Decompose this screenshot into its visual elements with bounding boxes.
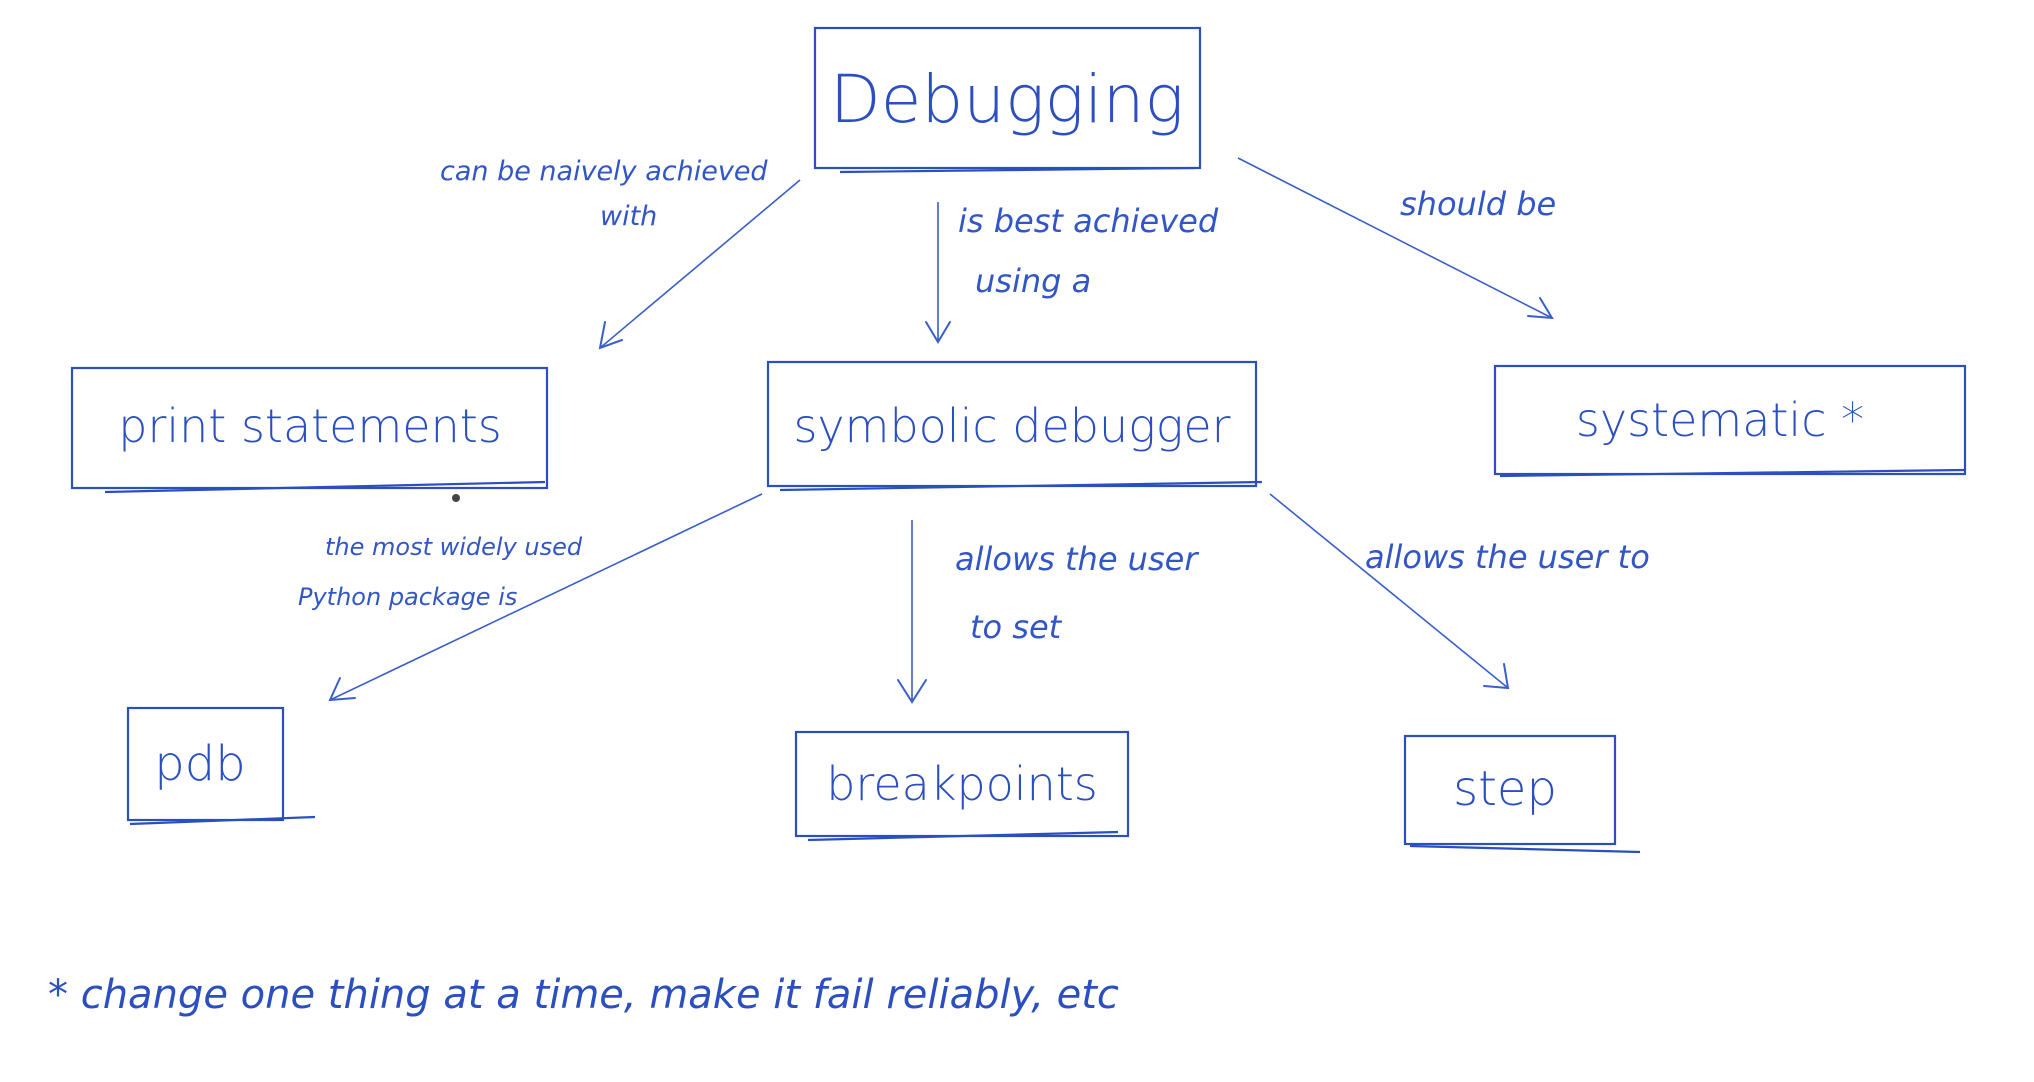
edge-label-debugging-to-print-2: with (600, 201, 657, 232)
edge-debugging-to-symbolic: is best achieved using a (925, 202, 1219, 344)
edge-label-debugging-to-print-1: can be naively achieved (440, 156, 768, 187)
node-debugging-label: Debugging (830, 61, 1184, 138)
ink-dot (452, 494, 460, 502)
edge-symbolic-to-breakpoints: allows the user to set (897, 520, 1199, 704)
node-print-statements-label: print statements (118, 399, 502, 453)
edge-label-symbolic-to-step: allows the user to (1365, 538, 1650, 576)
arrowhead-icon (897, 679, 927, 704)
node-pdb-label: pdb (154, 736, 245, 792)
edge-label-symbolic-to-breakpoints-2: to set (970, 608, 1063, 646)
node-step-box (1403, 734, 1617, 846)
arrowhead-icon (1483, 663, 1510, 690)
node-breakpoints-label: breakpoints (826, 757, 1098, 811)
node-step: step (1403, 734, 1641, 854)
node-print-statements: print statements (70, 366, 549, 494)
node-debugging-box (813, 26, 1202, 170)
node-pdb: pdb (126, 706, 316, 826)
node-systematic-label: systematic * (1576, 393, 1864, 447)
node-systematic: systematic * (1493, 364, 1967, 478)
edge-label-debugging-to-systematic: should be (1400, 185, 1556, 223)
edge-label-symbolic-to-pdb-1: the most widely used (325, 533, 583, 561)
arrowhead-icon (925, 321, 951, 344)
arrowhead-icon (328, 677, 356, 702)
node-symbolic-debugger: symbolic debugger (766, 360, 1263, 492)
arrowhead-icon (1527, 297, 1554, 320)
edge-debugging-to-print: can be naively achieved with (440, 156, 801, 350)
edge-label-symbolic-to-breakpoints-1: allows the user (955, 540, 1199, 578)
edge-label-symbolic-to-pdb-2: Python package is (298, 583, 517, 611)
node-pdb-box (126, 706, 285, 822)
node-symbolic-debugger-label: symbolic debugger (793, 399, 1230, 453)
node-breakpoints: breakpoints (794, 730, 1130, 842)
edge-symbolic-to-pdb: the most widely used Python package is (298, 493, 763, 702)
node-step-label: step (1453, 761, 1557, 817)
edge-symbolic-to-step: allows the user to (1269, 493, 1650, 690)
footnote: * change one thing at a time, make it fa… (48, 972, 1119, 1018)
edge-debugging-to-systematic: should be (1237, 157, 1556, 320)
edge-label-debugging-to-symbolic-1: is best achieved (958, 202, 1219, 240)
arrowhead-icon (598, 321, 623, 350)
edge-label-debugging-to-symbolic-2: using a (975, 262, 1091, 300)
node-debugging: Debugging (813, 26, 1202, 174)
